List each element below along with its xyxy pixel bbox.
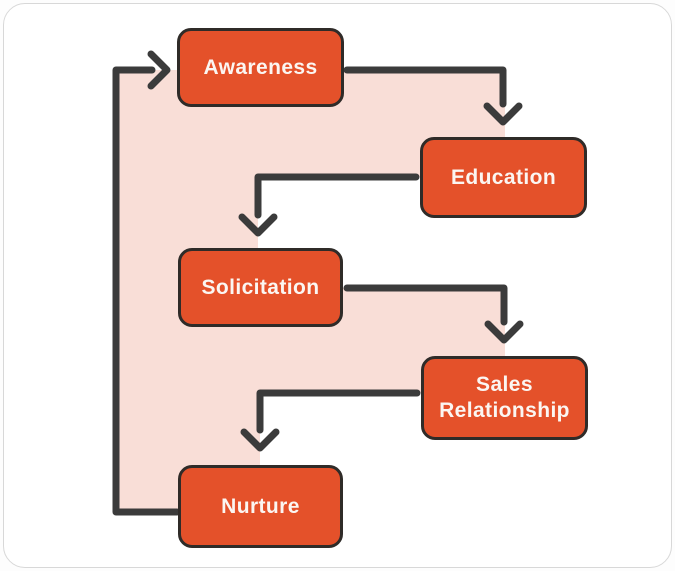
connector-awareness-education — [343, 66, 507, 108]
node-awareness[interactable]: Awareness — [177, 28, 344, 107]
connector-nurture-awareness — [112, 66, 181, 516]
node-education[interactable]: Education — [420, 137, 587, 218]
arrowhead-into-sales — [484, 320, 524, 344]
arrowhead-into-nurture — [240, 428, 280, 452]
node-label: Nurture — [221, 494, 300, 518]
node-label: Solicitation — [201, 275, 320, 299]
node-solicitation[interactable]: Solicitation — [178, 248, 343, 327]
arrowhead-into-awareness — [147, 50, 171, 90]
arrowhead-into-solicitation — [238, 213, 278, 237]
connector-group — [112, 50, 524, 516]
node-nurture[interactable]: Nurture — [178, 465, 343, 548]
connector-education-solicitation — [254, 173, 420, 219]
node-label: Sales Relationship — [439, 373, 570, 422]
connector-sales-nurture — [256, 389, 421, 434]
node-label: Awareness — [203, 55, 318, 79]
node-sales-relationship[interactable]: Sales Relationship — [421, 356, 588, 440]
node-label: Education — [450, 165, 557, 189]
connector-solicitation-sales — [343, 284, 508, 326]
arrowhead-into-education — [483, 102, 523, 126]
